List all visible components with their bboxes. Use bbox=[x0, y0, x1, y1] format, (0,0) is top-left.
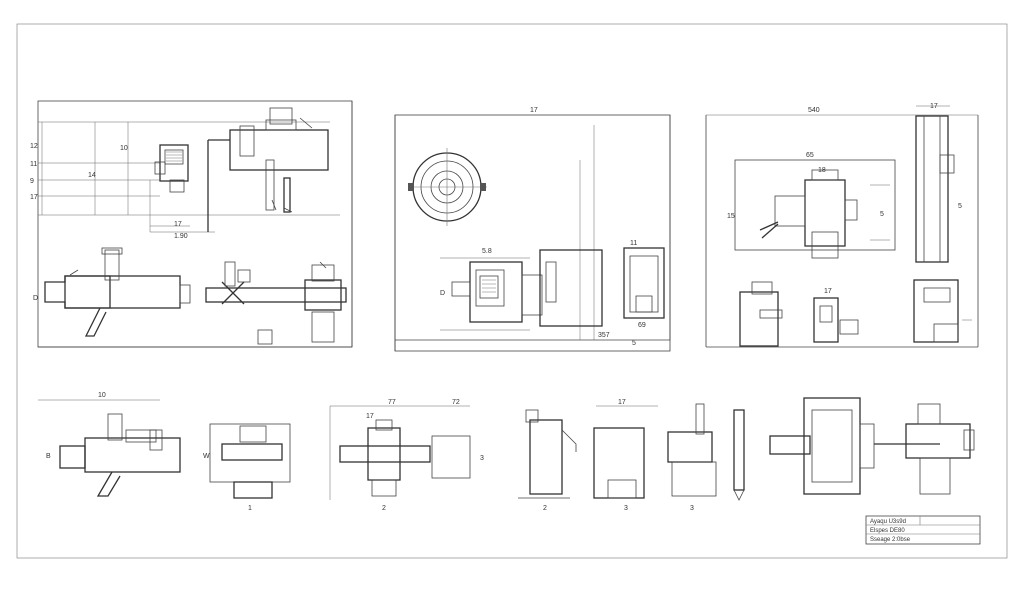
title-row-2: Elspes DE80 bbox=[870, 528, 905, 534]
view-b-dim-4: 357 bbox=[598, 332, 610, 339]
view-a-dim-2: 9 bbox=[30, 178, 34, 185]
detail-1: 10 B bbox=[38, 392, 181, 497]
view-b-dim-5: 5 bbox=[632, 340, 636, 347]
view-c-label-right-top: 17 bbox=[930, 103, 938, 110]
detail-5-dim: 17 bbox=[618, 399, 626, 406]
detail-2-side: W bbox=[203, 453, 210, 460]
detail-1-dim: 10 bbox=[98, 392, 106, 399]
detail-6-num: 3 bbox=[690, 505, 694, 512]
view-c-label-top: 540 bbox=[808, 107, 820, 114]
view-b-dim-2: 11 bbox=[630, 240, 637, 247]
view-c-dim-4: 5 bbox=[958, 203, 962, 210]
view-b-dim-3: 69 bbox=[638, 322, 646, 329]
detail-3: 17 77 72 3 2 bbox=[329, 399, 484, 512]
title-row-1: Ayaqu U3s9d bbox=[870, 519, 906, 525]
detail-3-dim-a: 17 bbox=[366, 413, 374, 420]
detail-3-dim-b: 77 bbox=[388, 399, 396, 406]
view-c-dim-2: 15 bbox=[727, 213, 735, 220]
view-b: 17 D 5.8 11 69 357 5 bbox=[394, 107, 671, 352]
detail-6: 3 bbox=[667, 403, 745, 512]
detail-3-dim-c: 72 bbox=[452, 399, 460, 406]
view-a-dim-1: 11 bbox=[30, 161, 37, 168]
title-block: Ayaqu U3s9d Elspes DE80 Sseage 2:0bse bbox=[865, 515, 981, 545]
view-a: 12 11 9 17 14 10 17 1.90 D bbox=[30, 100, 353, 348]
view-c: 540 17 65 18 15 5 5 17 bbox=[705, 103, 979, 348]
detail-4: 2 bbox=[518, 409, 577, 512]
detail-4-num: 2 bbox=[543, 505, 547, 512]
view-a-dim-0: 12 bbox=[30, 143, 38, 150]
view-c-dim-1: 18 bbox=[818, 167, 826, 174]
detail-3-side: 3 bbox=[480, 455, 484, 462]
view-a-dim-3: 17 bbox=[30, 194, 38, 201]
view-a-dim-4: 14 bbox=[88, 172, 96, 179]
sheet-border bbox=[16, 23, 1008, 559]
view-c-dim-5: 17 bbox=[824, 288, 832, 295]
view-a-dim-5: 10 bbox=[120, 145, 128, 152]
title-row-3: Sseage 2:0bse bbox=[870, 537, 911, 543]
detail-5-num: 3 bbox=[624, 505, 628, 512]
detail-5: 17 3 bbox=[593, 399, 658, 512]
detail-7 bbox=[769, 397, 975, 495]
detail-1-side: B bbox=[46, 453, 51, 460]
detail-3-num: 2 bbox=[382, 505, 386, 512]
view-b-dim-0: D bbox=[440, 290, 445, 297]
detail-2: W 1 bbox=[203, 423, 291, 512]
view-b-dim-1: 5.8 bbox=[482, 248, 492, 255]
view-b-label-top: 17 bbox=[530, 107, 538, 114]
view-a-dim-8: D bbox=[33, 295, 38, 302]
view-c-dim-3: 5 bbox=[880, 211, 884, 218]
detail-2-num: 1 bbox=[248, 505, 252, 512]
view-a-dim-7: 1.90 bbox=[174, 233, 188, 240]
view-a-dim-6: 17 bbox=[174, 221, 182, 228]
view-c-dim-0: 65 bbox=[806, 152, 814, 159]
